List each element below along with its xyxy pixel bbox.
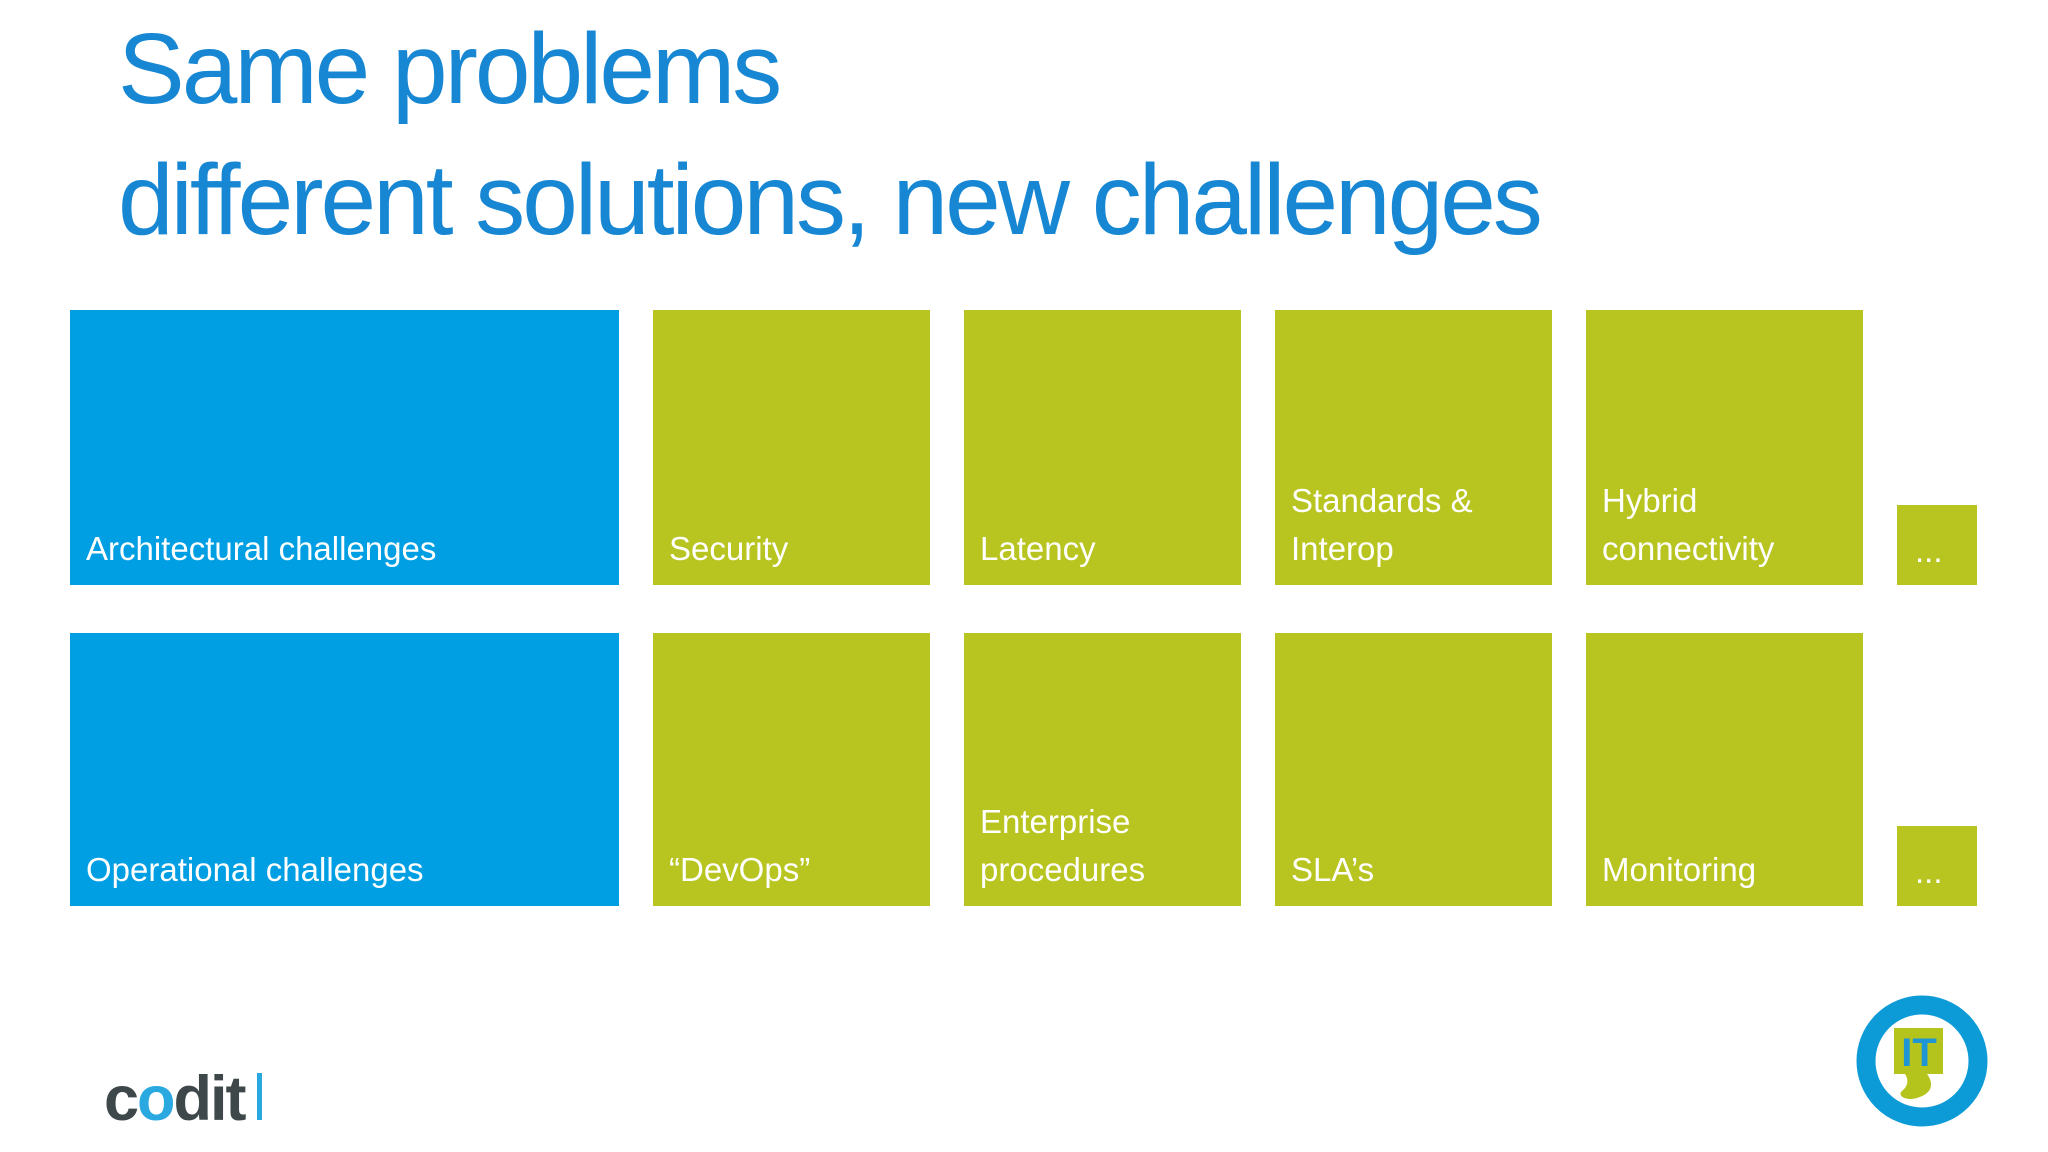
item-box-standards-interop: Standards & Interop xyxy=(1275,310,1552,585)
it-logo-ring-icon xyxy=(1856,995,1988,1127)
slide-title-line2: different solutions, new challenges xyxy=(118,144,1543,256)
item-label: Standards & Interop xyxy=(1291,482,1473,567)
item-box-security: Security xyxy=(653,310,930,585)
category-label: Operational challenges xyxy=(86,851,424,888)
it-logo: IT xyxy=(1856,994,1988,1130)
codit-logo-letter: c xyxy=(104,1064,139,1134)
item-label: Security xyxy=(669,530,789,567)
category-box-architectural: Architectural challenges xyxy=(70,310,619,585)
challenge-row-architectural: Architectural challenges Security Latenc… xyxy=(70,310,1977,585)
it-logo-graphic: IT xyxy=(1856,995,1988,1127)
codit-cursor-bar-icon xyxy=(256,1073,262,1120)
it-logo-quote-icon xyxy=(1894,1028,1943,1099)
item-box-enterprise-procedures: Enterprise procedures xyxy=(964,633,1241,906)
more-box-architectural: ... xyxy=(1897,505,1977,585)
slide-title-line1: Same problems xyxy=(118,13,782,125)
item-box-slas: SLA’s xyxy=(1275,633,1552,906)
category-box-operational: Operational challenges xyxy=(70,633,619,906)
item-box-devops: “DevOps” xyxy=(653,633,930,906)
codit-logo-letter-o: o xyxy=(137,1064,176,1134)
item-label: Latency xyxy=(980,530,1096,567)
challenge-row-operational: Operational challenges “DevOps” Enterpri… xyxy=(70,633,1977,906)
slide-title: Same problems different solutions, new c… xyxy=(118,4,1543,266)
item-label: Monitoring xyxy=(1602,851,1757,888)
more-label: ... xyxy=(1915,532,1943,569)
item-box-hybrid-connectivity: Hybrid connectivity xyxy=(1586,310,1863,585)
category-label: Architectural challenges xyxy=(86,530,437,567)
item-box-monitoring: Monitoring xyxy=(1586,633,1863,906)
item-label: Enterprise procedures xyxy=(980,803,1146,888)
codit-logo-letters: dit xyxy=(173,1064,247,1134)
item-box-latency: Latency xyxy=(964,310,1241,585)
it-logo-monogram: IT xyxy=(1901,1031,1937,1075)
item-label: “DevOps” xyxy=(669,851,811,888)
item-label: SLA’s xyxy=(1291,851,1375,888)
more-label: ... xyxy=(1915,853,1943,890)
item-label: Hybrid connectivity xyxy=(1602,482,1775,567)
more-box-operational: ... xyxy=(1897,826,1977,906)
